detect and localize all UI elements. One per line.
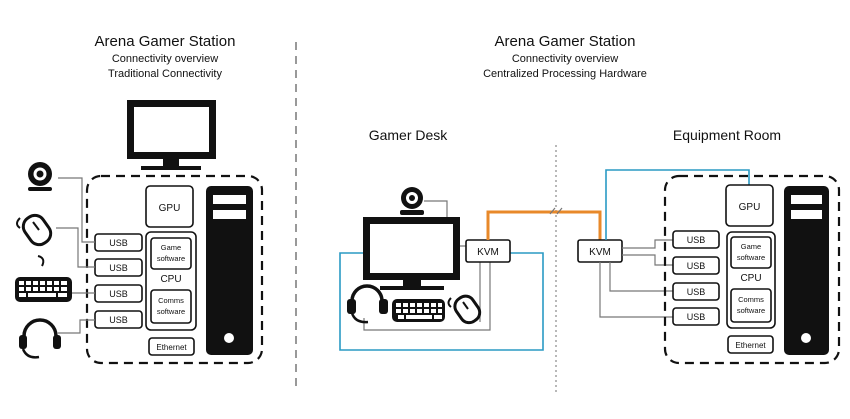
gamer-desk-label: Gamer Desk — [369, 127, 449, 143]
right-usb-2 — [672, 256, 720, 275]
monitor-icon — [127, 100, 216, 170]
left-usb-3-label: USB — [109, 289, 128, 299]
left-mouse-wire — [56, 227, 95, 268]
link-break-mark — [549, 207, 563, 215]
kvm-room-label: KVM — [589, 247, 611, 258]
right-subtitle-1: Connectivity overview — [512, 53, 618, 65]
right-game-software-label-2: software — [737, 253, 765, 262]
right-usb-2-label: USB — [687, 261, 706, 271]
keyboard-icon — [15, 255, 72, 302]
right-gpu-label: GPU — [739, 202, 761, 213]
desk-headset-wire — [363, 262, 491, 331]
left-headset-wire — [58, 319, 95, 334]
kvm-desk-label: KVM — [477, 247, 499, 258]
left-panel: Arena Gamer Station Connectivity overvie… — [15, 33, 264, 365]
left-comms-software-label-1: Comms — [158, 296, 184, 305]
mouse-icon — [16, 213, 53, 247]
left-ethernet-box — [148, 337, 195, 356]
webcam-icon — [28, 162, 52, 191]
right-title: Arena Gamer Station — [495, 33, 636, 50]
left-webcam-wire — [58, 177, 95, 243]
right-usb-1-label: USB — [687, 235, 706, 245]
right-comms-software-label-1: Comms — [738, 295, 764, 304]
right-usb-4-label: USB — [687, 312, 706, 322]
left-usb-2-label: USB — [109, 263, 128, 273]
left-comms-software-label-2: software — [157, 307, 185, 316]
headset-icon — [19, 318, 61, 359]
left-subtitle-2: Traditional Connectivity — [108, 68, 222, 80]
right-game-software-box — [730, 236, 772, 269]
right-game-software-label-1: Game — [741, 242, 761, 251]
room-video-cable — [605, 169, 750, 240]
right-usb-3-label: USB — [687, 287, 706, 297]
right-usb-3 — [672, 282, 720, 301]
right-comms-software-label-2: software — [737, 306, 765, 315]
right-comms-software-box — [730, 288, 772, 323]
right-subtitle-2: Centralized Processing Hardware — [483, 68, 647, 80]
kvm-link — [486, 210, 602, 240]
left-usb-1-label: USB — [109, 238, 128, 248]
left-game-software-label-1: Game — [161, 243, 181, 252]
left-gpu-box — [145, 185, 194, 228]
pc-tower-icon — [206, 186, 253, 355]
right-ethernet-box — [727, 335, 774, 354]
right-cpu-label: CPU — [740, 273, 761, 284]
right-ethernet-label: Ethernet — [735, 341, 766, 350]
mouse-icon — [447, 294, 482, 325]
left-title: Arena Gamer Station — [95, 33, 236, 50]
desk-video-cable — [339, 252, 544, 351]
left-ethernet-label: Ethernet — [156, 343, 187, 352]
left-game-software-label-2: software — [157, 254, 185, 263]
equipment-room-label: Equipment Room — [673, 127, 781, 143]
room-pc-enclosure — [663, 174, 841, 365]
right-usb-1 — [672, 230, 720, 249]
pc-tower-icon — [784, 186, 829, 355]
room-usb-wire-1 — [622, 239, 673, 249]
right-usb-4 — [672, 307, 720, 326]
monitor-icon — [363, 217, 460, 290]
room-usb-wire-3 — [609, 262, 673, 292]
left-comms-software-box — [150, 289, 192, 324]
right-gpu-box — [725, 184, 774, 227]
keyboard-icon — [392, 299, 445, 322]
left-usb-4-label: USB — [109, 315, 128, 325]
left-gpu-label: GPU — [159, 203, 181, 214]
room-usb-wire-4 — [599, 262, 673, 318]
pc-enclosure — [85, 174, 264, 365]
webcam-icon — [400, 187, 424, 215]
right-panel: Arena Gamer Station Connectivity overvie… — [339, 33, 841, 392]
left-game-software-box — [150, 237, 192, 270]
left-subtitle-1: Connectivity overview — [112, 53, 218, 65]
left-cpu-label: CPU — [160, 274, 181, 285]
headset-icon — [347, 284, 388, 324]
